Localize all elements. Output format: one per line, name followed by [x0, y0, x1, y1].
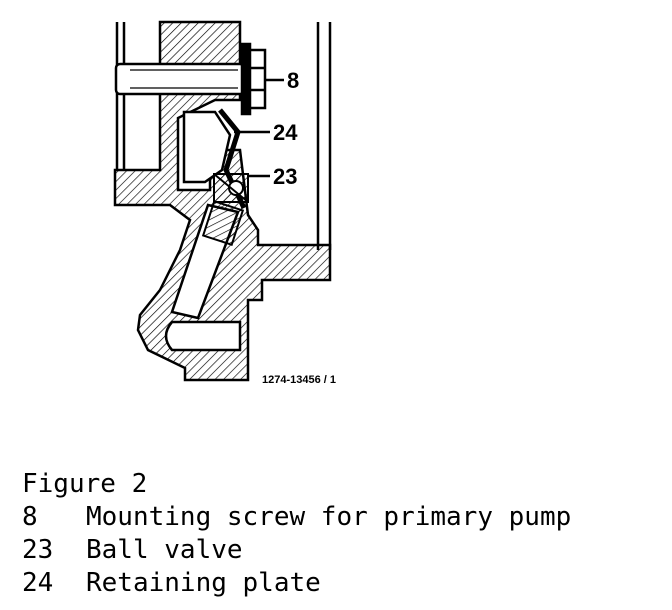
- callout-23: 23: [273, 164, 297, 189]
- housing-outline: [115, 22, 332, 250]
- leader-lines: [234, 78, 284, 178]
- ball-valve: [201, 173, 249, 247]
- mounting-screw: [114, 42, 267, 116]
- outlet-passage: [164, 320, 242, 352]
- caption-item-number: 23: [22, 535, 54, 565]
- caption-item-text: Mounting screw for primary pump: [86, 502, 572, 532]
- callout-24: 24: [273, 120, 298, 145]
- drawing-number: 1274-13456 / 1: [262, 374, 336, 386]
- caption-item-number: 8: [22, 502, 38, 532]
- caption-item: 24 Retaining plate: [22, 567, 571, 600]
- caption-item: 8 Mounting screw for primary pump: [22, 501, 571, 534]
- caption-item-number: 24: [22, 568, 54, 598]
- figure-caption: Figure 2 8 Mounting screw for primary pum…: [22, 468, 571, 600]
- caption-item-text: Ball valve: [86, 535, 243, 565]
- caption-item: 23 Ball valve: [22, 534, 571, 567]
- caption-item-text: Retaining plate: [86, 568, 321, 598]
- inner-cavity: [182, 110, 232, 184]
- callout-8: 8: [287, 68, 299, 93]
- pump-section-drawing: 8 24 23 1274-13456 / 1: [113, 20, 336, 386]
- figure-title: Figure 2: [22, 469, 148, 499]
